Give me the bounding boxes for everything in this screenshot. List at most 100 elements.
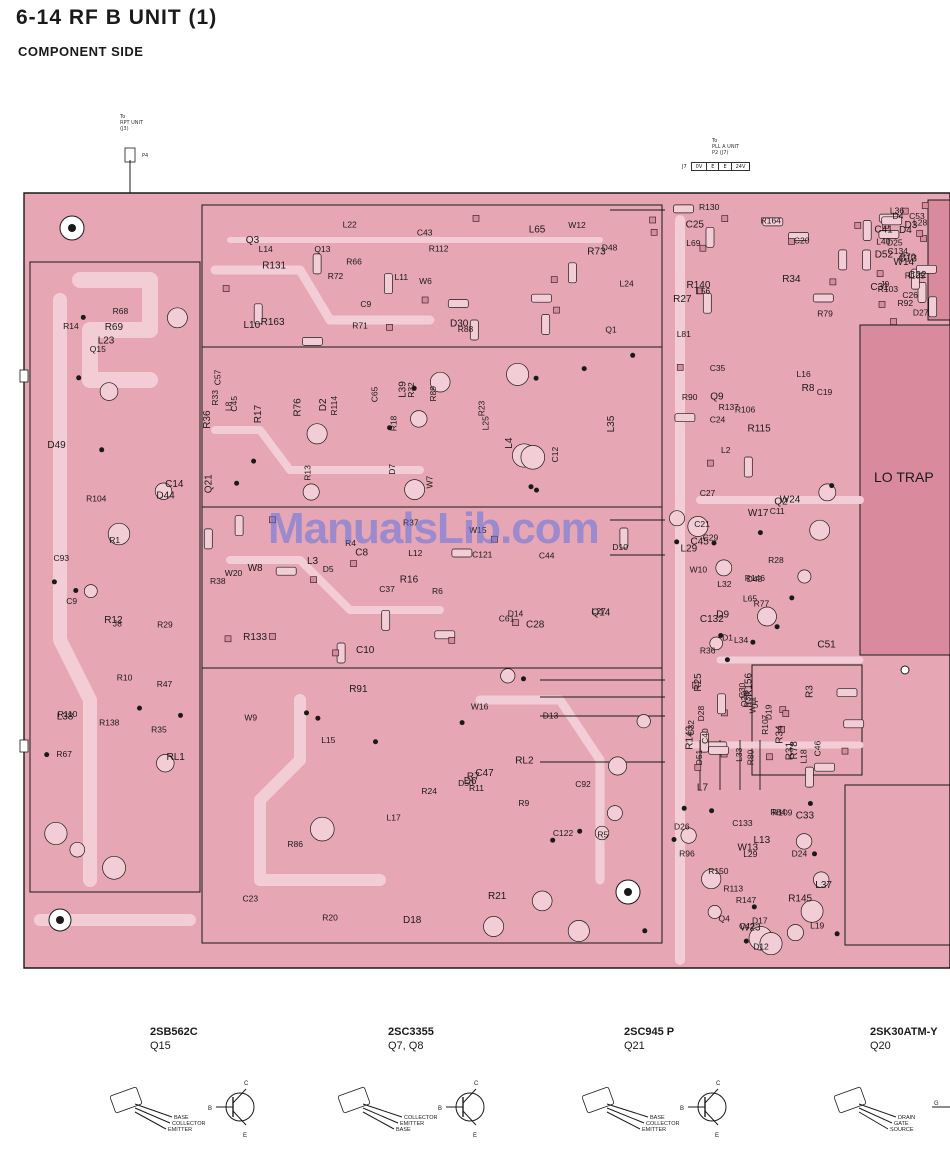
solder-pad — [762, 217, 784, 227]
component-label: R131 — [262, 260, 286, 271]
solder-pad — [302, 483, 320, 501]
component-label: C61 — [499, 614, 515, 624]
transistor-part: 2SC945 P — [624, 1026, 675, 1038]
symbol-pin: B — [208, 1106, 212, 1112]
component-label: W20 — [225, 568, 243, 578]
component-label: C47 — [475, 768, 494, 779]
component-label: D9 — [716, 609, 729, 620]
component-label: C30 — [737, 682, 747, 698]
component-label: L3 — [307, 556, 319, 567]
rpt-note-line-1: To — [120, 114, 126, 120]
component-label: R21 — [488, 891, 507, 902]
component-label: RL2 — [515, 756, 534, 767]
component-label: R72 — [328, 271, 344, 281]
transistor-part: 2SC3355 — [388, 1026, 434, 1038]
symbol-pin: C — [474, 1081, 479, 1087]
component-label: C35 — [710, 363, 726, 373]
pin-label: BASE — [396, 1127, 411, 1133]
solder-pad — [696, 287, 703, 295]
component-label: L22 — [343, 219, 357, 229]
solder-pad — [411, 385, 417, 391]
component-label: C23 — [243, 894, 259, 904]
transistor-ref: Q21 — [624, 1040, 645, 1052]
component-label: C32 — [686, 720, 696, 736]
solder-pad — [878, 301, 886, 308]
component-label: R89 — [428, 386, 438, 402]
solder-pad — [83, 584, 98, 598]
solder-pad — [669, 510, 685, 527]
lo-trap-block — [859, 324, 950, 656]
transistor-part: 2SB562C — [150, 1026, 198, 1038]
solder-pad — [224, 635, 232, 643]
component-label: R12 — [104, 615, 123, 626]
solder-pad — [459, 720, 465, 726]
solder-pad — [829, 483, 835, 489]
rpt-unit-note: To RPT UNIT (J3) — [120, 114, 143, 132]
solder-pad — [705, 226, 715, 248]
component-label: C41 — [874, 224, 893, 235]
component-label: RL1 — [167, 752, 186, 763]
transistor-symbol: G — [932, 1101, 950, 1108]
component-label: Q21 — [204, 474, 215, 493]
symbol-pin: C — [244, 1081, 249, 1087]
solder-pad — [795, 833, 813, 850]
component-label: R91 — [349, 684, 368, 695]
solder-pad — [636, 714, 651, 729]
symbol-pin: C — [716, 1081, 721, 1087]
component-label: L15 — [321, 735, 335, 745]
component-label: R66 — [346, 257, 362, 267]
solder-pad — [854, 222, 862, 229]
solder-pad — [608, 756, 628, 776]
component-label: C33 — [796, 811, 815, 822]
solder-pad — [156, 754, 175, 773]
component-label: R137 — [719, 402, 740, 412]
component-label: D30 — [450, 318, 469, 329]
p4-connector — [124, 147, 136, 163]
symbol-pin: E — [243, 1133, 247, 1139]
component-label: L16 — [797, 369, 811, 379]
component-label: L2 — [721, 445, 731, 455]
transistor-package: COLLECTOR EMITTER BASE — [337, 1086, 438, 1133]
solder-pad — [222, 285, 230, 292]
component-label: R34 — [775, 725, 786, 744]
solder-pad — [805, 766, 814, 788]
solder-pad — [800, 899, 824, 923]
component-label: R76 — [293, 398, 304, 417]
component-label: W23 — [740, 922, 761, 933]
rpt-note-line-2: RPT UNIT — [120, 120, 144, 126]
component-label: R107 — [760, 714, 770, 735]
solder-pad — [451, 548, 473, 558]
solder-pad — [553, 306, 560, 314]
component-label: R145 — [788, 894, 812, 905]
component-label: R35 — [151, 725, 167, 735]
page-title: 6-14 RF B UNIT (1) — [16, 6, 218, 29]
component-label: L65 — [529, 224, 546, 235]
solder-pad — [838, 249, 848, 271]
component-label: W6 — [419, 276, 432, 286]
solder-pad — [834, 931, 840, 937]
solder-pad — [809, 519, 831, 541]
solder-pad — [680, 827, 697, 844]
component-label: R36 — [700, 646, 716, 656]
component-label: R14 — [63, 321, 79, 331]
component-label: R146 — [745, 573, 766, 583]
component-label: R133 — [243, 632, 267, 643]
solder-pad — [102, 855, 126, 880]
solder-pad — [757, 606, 777, 627]
component-label: W12 — [568, 220, 586, 230]
component-label: L4 — [504, 437, 515, 449]
component-label: L13 — [754, 835, 771, 846]
solder-pad — [512, 619, 519, 627]
solder-pad — [699, 244, 707, 252]
solder-pad — [253, 303, 263, 325]
component-label: R5 — [597, 829, 608, 839]
symbol-pin: E — [473, 1133, 477, 1139]
watermark-text: ManualsLib.com — [268, 504, 600, 553]
component-label: R130 — [699, 202, 720, 212]
p4-note: P4 — [142, 153, 149, 159]
component-label: R29 — [157, 619, 173, 629]
component-label: L29 — [743, 849, 757, 859]
component-label: C132 — [700, 614, 724, 625]
component-label: D25 — [887, 238, 903, 248]
component-label: R23 — [477, 400, 487, 416]
